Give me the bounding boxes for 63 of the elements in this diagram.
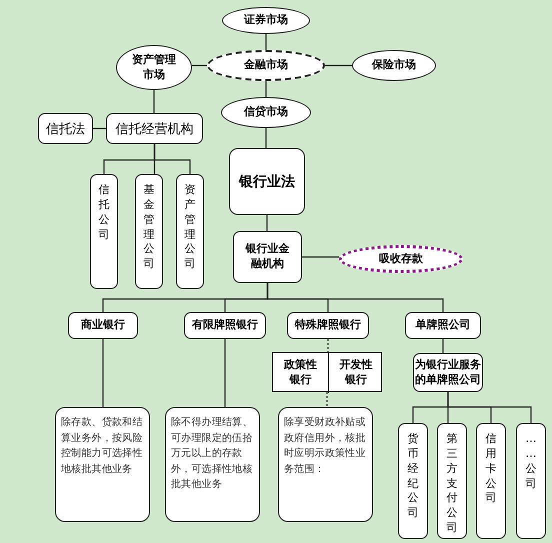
description-box bbox=[278, 407, 373, 522]
company-box bbox=[476, 423, 506, 539]
node-label: 信托法 bbox=[46, 120, 85, 138]
node-label: 资产管理市场 bbox=[130, 52, 177, 82]
node-label: 吸收存款 bbox=[379, 252, 423, 266]
description-box bbox=[165, 407, 260, 522]
node-label: 除不得办理结算、可办理限定的伍拾万元以上的存款外，可选择性地核批其他业务 bbox=[171, 416, 254, 492]
connector-line bbox=[153, 90, 155, 113]
connector-line bbox=[447, 392, 532, 423]
node-label: ……公司 bbox=[526, 432, 536, 492]
node-label: 为银行业服务的单牌照公司 bbox=[414, 358, 482, 388]
node-label: 信托经营机构 bbox=[116, 120, 194, 138]
company-box bbox=[90, 174, 118, 289]
connector-line bbox=[325, 64, 352, 66]
node-label: 特殊牌照银行 bbox=[295, 318, 361, 333]
node-label: 除存款、贷款和结算业务外，按风险控制能力可选择性地核批其他业务 bbox=[61, 416, 144, 476]
process-box bbox=[68, 312, 138, 339]
connector-line bbox=[266, 215, 268, 231]
connector-line bbox=[265, 128, 267, 148]
company-box bbox=[516, 423, 546, 539]
connector-line bbox=[442, 339, 444, 353]
company-box bbox=[135, 174, 163, 289]
connector-line bbox=[93, 128, 106, 130]
node-label: 货币经纪公司 bbox=[408, 432, 418, 522]
description-box bbox=[55, 407, 150, 522]
connector-line bbox=[326, 392, 328, 407]
company-box bbox=[437, 423, 467, 539]
node-label: 基金管理公司 bbox=[144, 183, 154, 272]
bank-group-box bbox=[272, 352, 382, 392]
process-box bbox=[287, 312, 369, 339]
connector-line bbox=[265, 81, 267, 97]
process-box bbox=[106, 113, 203, 144]
node-label: 保险市场 bbox=[372, 58, 416, 73]
process-box bbox=[184, 312, 266, 339]
connector-line bbox=[327, 339, 329, 352]
company-box bbox=[398, 423, 428, 539]
node-label: 证券市场 bbox=[244, 13, 288, 28]
node-label: 资产管理公司 bbox=[184, 183, 196, 272]
connector-line bbox=[224, 339, 226, 407]
process-box bbox=[233, 231, 302, 283]
node-label: 信托公司 bbox=[98, 183, 110, 242]
node-label: 除享受财政补贴或政府信用外，核批时应明示政策性业务范围： bbox=[284, 416, 367, 476]
process-box bbox=[38, 113, 93, 144]
process-box bbox=[405, 312, 481, 339]
node-label: 政策性银行 bbox=[282, 358, 318, 388]
connector-line bbox=[266, 283, 444, 312]
law-box bbox=[229, 148, 305, 215]
connector-line bbox=[192, 64, 207, 66]
node-label: 第三方支付公司 bbox=[446, 432, 458, 536]
node-label: 开发性银行 bbox=[338, 358, 374, 388]
node-label: 信用卡公司 bbox=[486, 432, 496, 506]
connector-line bbox=[302, 256, 339, 258]
node-label: 单牌照公司 bbox=[416, 318, 470, 333]
connector-line bbox=[265, 34, 267, 50]
node-label: 银行业法 bbox=[239, 172, 295, 190]
node-label: 有限牌照银行 bbox=[192, 318, 258, 333]
node-label: 银行业金融机构 bbox=[244, 242, 290, 272]
node-label: 金融市场 bbox=[244, 58, 288, 73]
node-label: 商业银行 bbox=[81, 318, 125, 333]
node-label: 信贷市场 bbox=[244, 105, 288, 120]
connector-line bbox=[102, 339, 104, 407]
connector-line bbox=[154, 144, 191, 174]
company-box bbox=[176, 174, 204, 289]
